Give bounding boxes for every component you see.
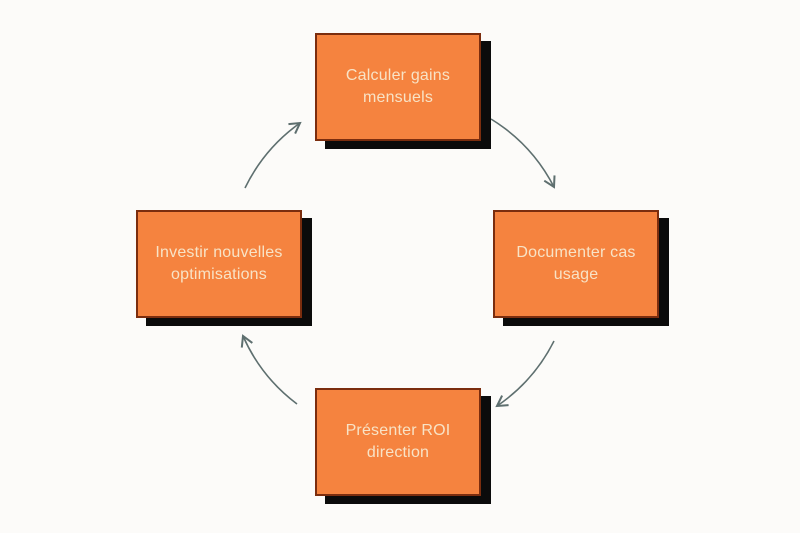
cycle-node-top-label: Calculer gains mensuels: [345, 66, 451, 106]
curved-arrow-left-to-top: [244, 121, 302, 189]
cycle-node-left-label: Investir nouvelles optimisations: [155, 243, 283, 283]
cycle-node-right: Documenter cas usage: [493, 210, 659, 318]
cycle-node-left: Investir nouvelles optimisations: [136, 210, 302, 318]
cycle-node-top: Calculer gains mensuels: [315, 33, 481, 141]
curved-arrow-right-to-bottom: [495, 340, 555, 408]
cycle-node-bottom-label: Présenter ROI direction: [345, 421, 451, 461]
curved-arrow-bottom-to-left: [240, 334, 298, 405]
curved-arrow-top-to-right: [490, 118, 556, 189]
cycle-node-bottom: Présenter ROI direction: [315, 388, 481, 496]
cycle-node-right-label: Documenter cas usage: [516, 243, 636, 283]
